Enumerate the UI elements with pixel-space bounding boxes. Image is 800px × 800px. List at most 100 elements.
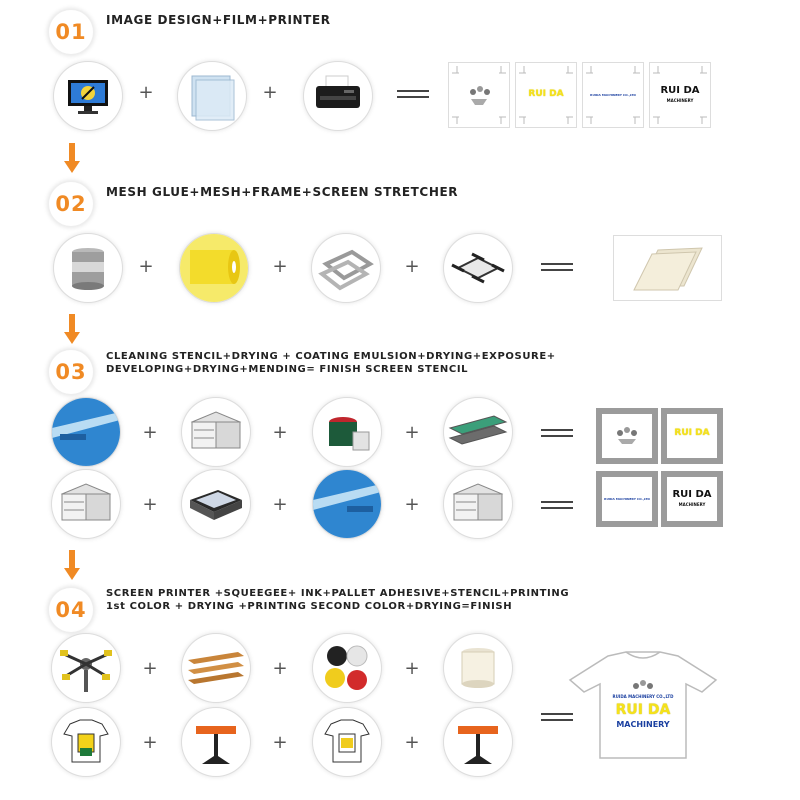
- stencil-label-ruida-black: RUI DA: [672, 489, 712, 500]
- glue-can-icon: [72, 248, 104, 290]
- plus-sign: +: [272, 732, 288, 753]
- squeegee-thumb: [182, 634, 250, 702]
- down-arrow-icon: [64, 314, 80, 344]
- down-arrow-icon: [64, 550, 80, 580]
- step-title-04-line2: 1st COLOR + DRYING +PRINTING SECOND COLO…: [106, 601, 513, 612]
- film-positive-design: [448, 62, 510, 128]
- plus-sign: +: [142, 494, 158, 515]
- ink-thumb: [313, 634, 381, 702]
- inkjet-printer-icon: [316, 75, 360, 108]
- pallet-adhesive-thumb: [444, 634, 512, 702]
- plus-sign: +: [138, 256, 154, 277]
- drying-cabinet-icon: [190, 411, 242, 449]
- film-positive-black: RUI DA MACHINERY: [649, 62, 711, 128]
- plus-sign: +: [404, 256, 420, 277]
- film-label-machinery: MACHINERY: [666, 98, 694, 103]
- plus-sign: +: [142, 422, 158, 443]
- equals-sign: [397, 89, 429, 99]
- step-number-04: 04: [49, 588, 93, 632]
- adhesive-bucket-icon: [461, 648, 495, 688]
- emulsion-thumb: [313, 398, 381, 466]
- equals-sign: [541, 262, 573, 272]
- tshirt-label-machinery: MACHINERY: [616, 720, 670, 729]
- plus-sign: +: [272, 658, 288, 679]
- stretcher-thumb: [444, 234, 512, 302]
- scoop-coater-icon: [448, 415, 508, 445]
- film-label-ruida-black: RUI DA: [660, 85, 700, 96]
- step-number-03: 03: [49, 350, 93, 394]
- monitor-icon: [68, 80, 108, 114]
- plus-sign: +: [404, 658, 420, 679]
- equals-sign: [541, 428, 573, 438]
- screen-stretcher-icon: [451, 252, 505, 284]
- drying-cabinet-icon: [452, 483, 504, 521]
- finished-stencil-yellow: RUI DA: [661, 408, 723, 464]
- film-positive-blue: RUIDA MACHINERY CO.,LTD: [582, 62, 644, 128]
- exposure-unit-icon: [190, 490, 242, 520]
- finished-tshirt: RUIDA MACHINERY CO.,LTD RUI DA MACHINERY: [568, 650, 718, 760]
- film-thumb: [178, 62, 246, 130]
- cleaning-thumb: [52, 398, 120, 466]
- crop-marks: [586, 66, 640, 124]
- flash-dryer-thumb-2: [444, 708, 512, 776]
- emulsion-icon: [329, 417, 370, 451]
- design-logo-icon: [617, 427, 637, 444]
- equals-sign: [541, 712, 573, 722]
- finished-stencil-blue: RUIDA MACHINERY CO.,LTD: [596, 471, 658, 527]
- step-title-03-line1: CLEANING STENCIL+DRYING + COATING EMULSI…: [106, 351, 556, 362]
- squeegee-icon: [188, 652, 244, 684]
- step-title-04-line1: SCREEN PRINTER +SQUEEGEE+ INK+PALLET ADH…: [106, 588, 570, 599]
- flash-dryer-thumb: [182, 708, 250, 776]
- design-logo-icon: [452, 66, 506, 124]
- flash-dryer-icon: [196, 726, 236, 764]
- finished-stencil-design: [596, 408, 658, 464]
- step-number-01: 01: [49, 10, 93, 54]
- crop-marks: [519, 66, 573, 124]
- mesh-thumb: [180, 234, 248, 302]
- stencil-label-machinery: MACHINERY: [678, 502, 706, 507]
- equals-sign: [541, 500, 573, 510]
- ink-tins-icon: [325, 645, 368, 690]
- stretched-screen-result: [613, 235, 722, 301]
- screen-printer-icon: [60, 650, 112, 692]
- film-sheets-icon: [191, 75, 235, 121]
- plus-sign: +: [138, 82, 154, 103]
- tshirt-print-icon: [63, 719, 109, 763]
- frame-thumb: [312, 234, 380, 302]
- washout-tank-icon: [52, 398, 120, 466]
- plus-sign: +: [404, 732, 420, 753]
- washout-tank-icon: [313, 470, 381, 538]
- plus-sign: +: [404, 422, 420, 443]
- mesh-roll-icon: [180, 234, 248, 302]
- drying-cabinet-icon: [60, 483, 112, 521]
- plus-sign: +: [142, 658, 158, 679]
- stencil-label-company: RUIDA MACHINERY CO.,LTD: [604, 497, 650, 501]
- developing-thumb: [313, 470, 381, 538]
- printing-first-color-thumb: [52, 708, 120, 776]
- plus-sign: +: [262, 82, 278, 103]
- drying-thumb-3: [444, 470, 512, 538]
- down-arrow-icon: [64, 143, 80, 173]
- stretched-screen-icon: [633, 247, 703, 291]
- mesh-glue-thumb: [54, 234, 122, 302]
- plus-sign: +: [272, 494, 288, 515]
- tshirt-icon: [568, 651, 718, 759]
- step-number-02: 02: [49, 182, 93, 226]
- printer-thumb: [304, 62, 372, 130]
- exposure-thumb: [182, 470, 250, 538]
- stencil-label-ruida: RUI DA: [674, 428, 710, 438]
- film-positive-yellow: RUI DA: [515, 62, 577, 128]
- plus-sign: +: [272, 256, 288, 277]
- aluminum-frames-icon: [318, 249, 374, 291]
- tshirt-label-brand: RUI DA: [615, 702, 671, 718]
- flash-dryer-icon: [458, 726, 498, 764]
- finished-stencil-black: RUI DA MACHINERY: [661, 471, 723, 527]
- plus-sign: +: [272, 422, 288, 443]
- step-title-01: IMAGE DESIGN+FILM+PRINTER: [106, 13, 331, 27]
- step-title-03-line2: DEVELOPING+DRYING+MENDING= FINISH SCREEN…: [106, 364, 469, 375]
- film-label-company: RUIDA MACHINERY CO.,LTD: [590, 93, 636, 97]
- crop-marks: [653, 66, 707, 124]
- drying-thumb: [182, 398, 250, 466]
- tshirt-print-icon: [324, 719, 370, 763]
